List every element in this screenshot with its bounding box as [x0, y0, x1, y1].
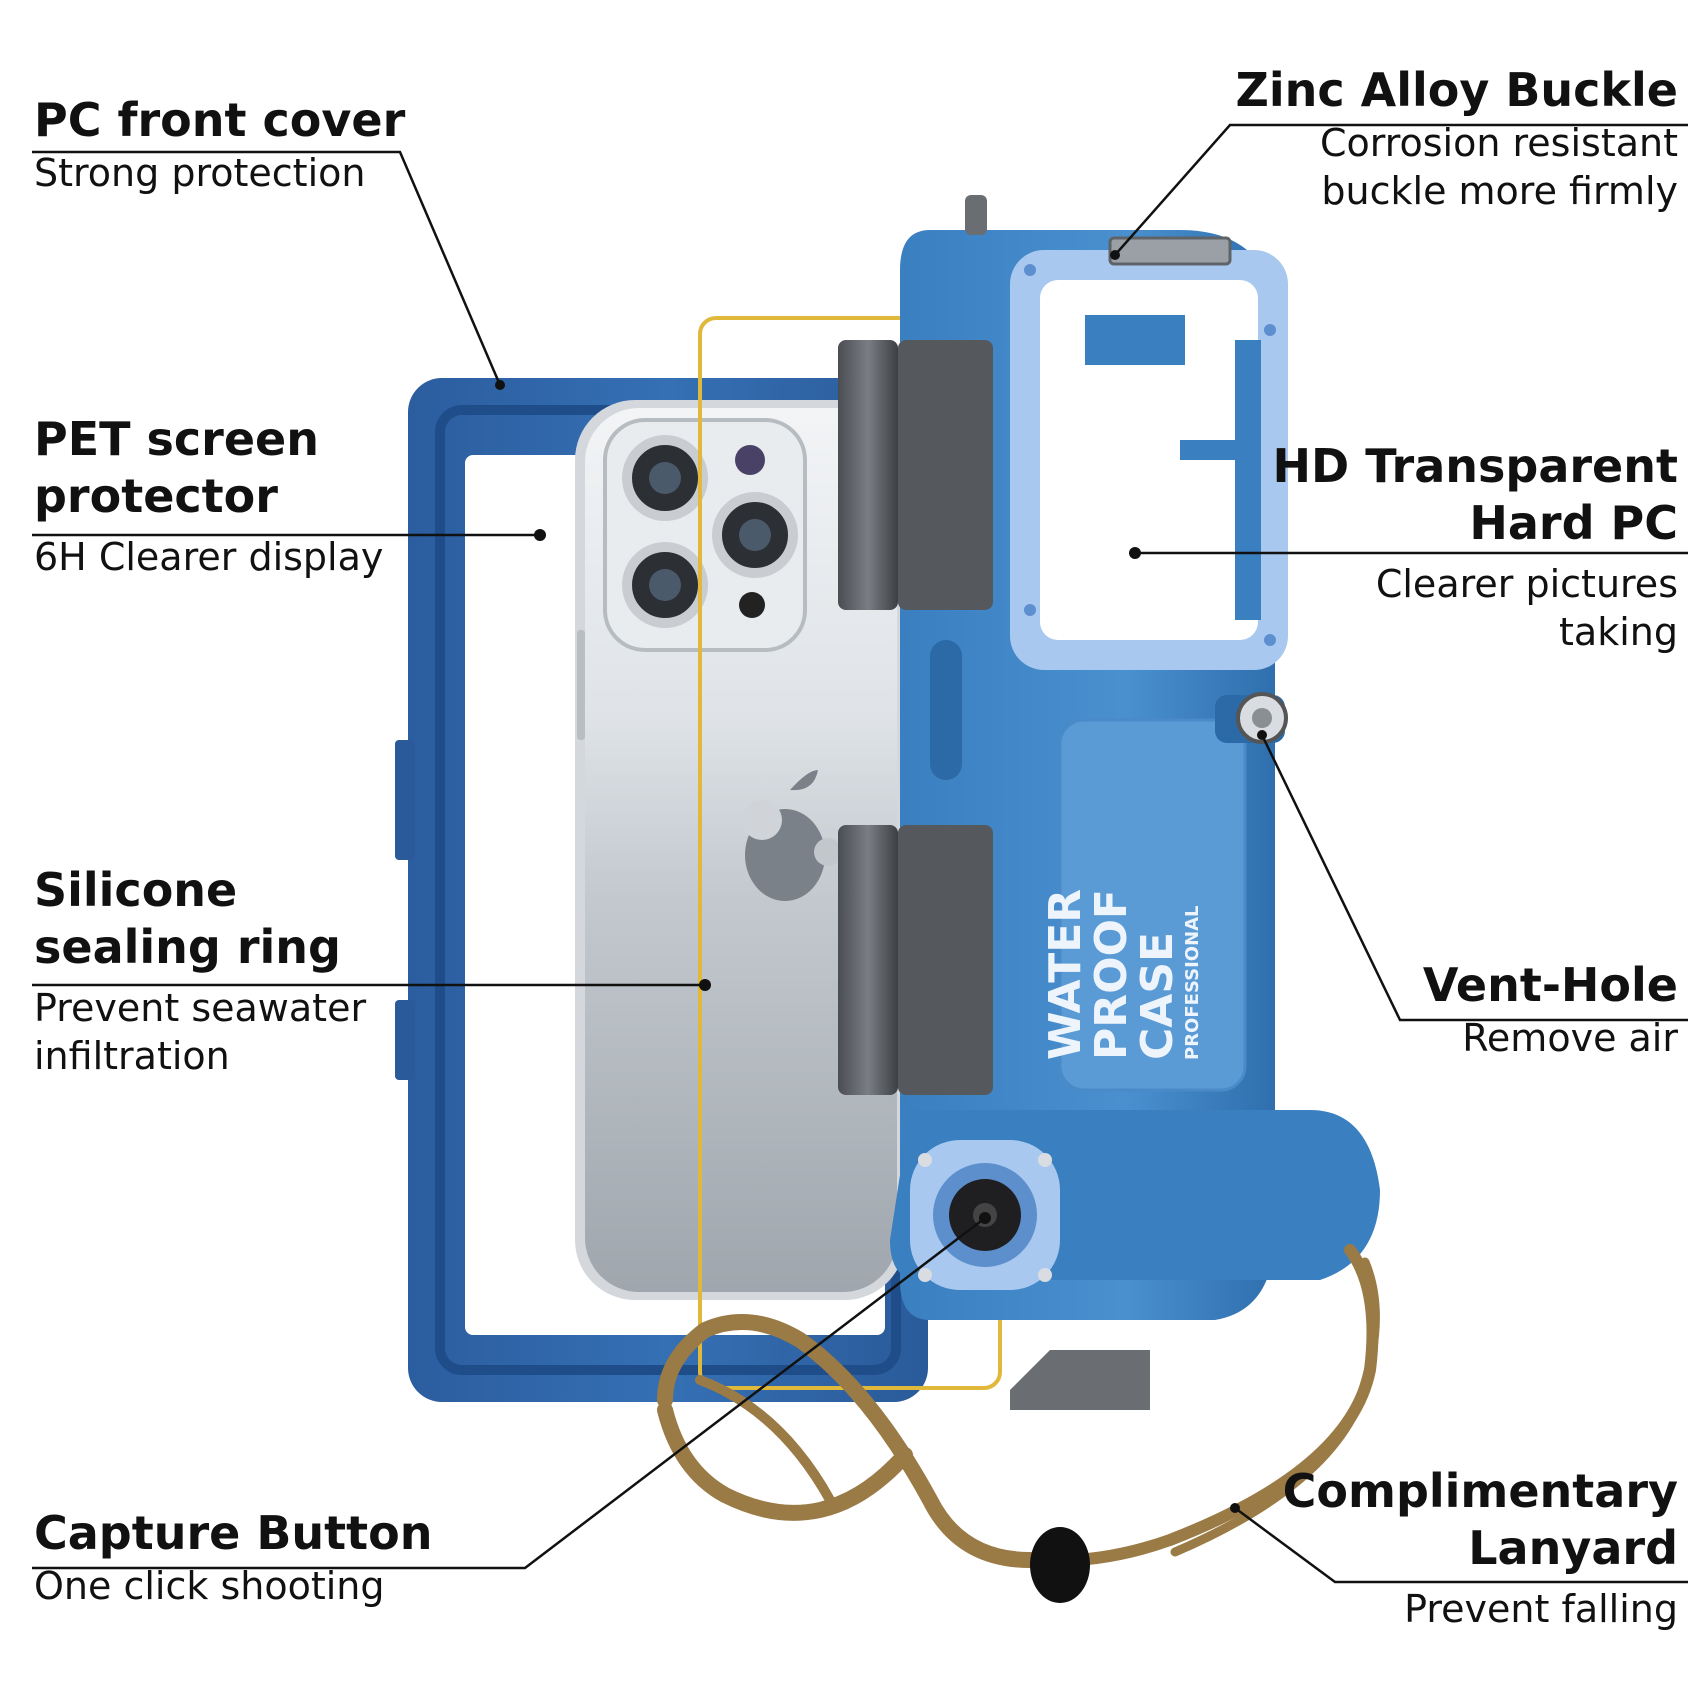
phone: [575, 400, 905, 1300]
callout-title: Hard PC: [1469, 496, 1678, 550]
callout-silicone-sealing-ring: Silicone sealing ring Prevent seawater i…: [34, 862, 366, 1080]
callout-capture-button: Capture Button One click shooting: [34, 1505, 433, 1610]
callout-title: sealing ring: [34, 920, 341, 974]
leader-lines: [32, 123, 1688, 1584]
callout-pc-front-cover: PC front cover Strong protection: [34, 92, 405, 197]
lanyard-stopper: [1030, 1527, 1090, 1603]
svg-text:PROOF: PROOF: [1086, 889, 1137, 1060]
callout-desc: Strong protection: [34, 151, 366, 195]
leader-line-lanyard: [1234, 1506, 1688, 1584]
callout-zinc-alloy-buckle: Zinc Alloy Buckle Corrosion resistant bu…: [1235, 62, 1678, 215]
callout-desc: infiltration: [34, 1034, 230, 1078]
callout-title: protector: [34, 469, 278, 523]
callout-hd-transparent-hard-pc: HD Transparent Hard PC Clearer pictures …: [1273, 438, 1678, 656]
callout-complimentary-lanyard: Complimentary Lanyard Prevent falling: [1283, 1463, 1678, 1633]
callout-title: HD Transparent: [1272, 439, 1678, 493]
svg-text:PROFESSIONAL: PROFESSIONAL: [1182, 905, 1203, 1060]
case-emboss-text: WATER PROOF CASE PROFESSIONAL: [1040, 889, 1203, 1060]
callout-title: PC front cover: [34, 93, 406, 147]
callout-title: PET screen: [34, 412, 320, 466]
hinge-top: [838, 340, 993, 610]
callout-title: Vent-Hole: [1422, 958, 1678, 1012]
callout-pet-screen-protector: PET screen protector 6H Clearer display: [34, 411, 383, 581]
callout-title: Lanyard: [1468, 1521, 1678, 1575]
leader-line-pc-front-cover: [32, 150, 502, 386]
svg-text:WATER: WATER: [1040, 889, 1091, 1060]
callout-title: Complimentary: [1282, 1464, 1678, 1518]
svg-text:CASE: CASE: [1132, 932, 1183, 1060]
apple-logo-icon: [742, 770, 842, 901]
callout-desc: buckle more firmly: [1321, 169, 1678, 213]
callout-title: Zinc Alloy Buckle: [1235, 63, 1678, 117]
callout-title: Capture Button: [34, 1506, 433, 1560]
callout-desc: One click shooting: [34, 1564, 385, 1608]
leader-line-zinc-buckle: [1114, 123, 1688, 256]
callout-desc: Corrosion resistant: [1319, 121, 1678, 165]
leader-line-vent-hole: [1260, 734, 1688, 1022]
callout-desc: taking: [1559, 610, 1678, 654]
leader-line-capture-button: [32, 1217, 986, 1570]
callout-desc: Prevent falling: [1404, 1587, 1678, 1631]
callout-vent-hole: Vent-Hole Remove air: [1423, 957, 1678, 1062]
leader-dots: [495, 250, 1267, 1513]
callout-title: Silicone: [34, 863, 238, 917]
callout-desc: Remove air: [1462, 1016, 1678, 1060]
lanyard: [657, 1244, 1380, 1568]
callout-desc: 6H Clearer display: [34, 535, 384, 579]
callout-desc: Prevent seawater: [34, 986, 367, 1030]
callout-desc: Clearer pictures: [1375, 562, 1678, 606]
hinge-bottom: [838, 825, 993, 1095]
